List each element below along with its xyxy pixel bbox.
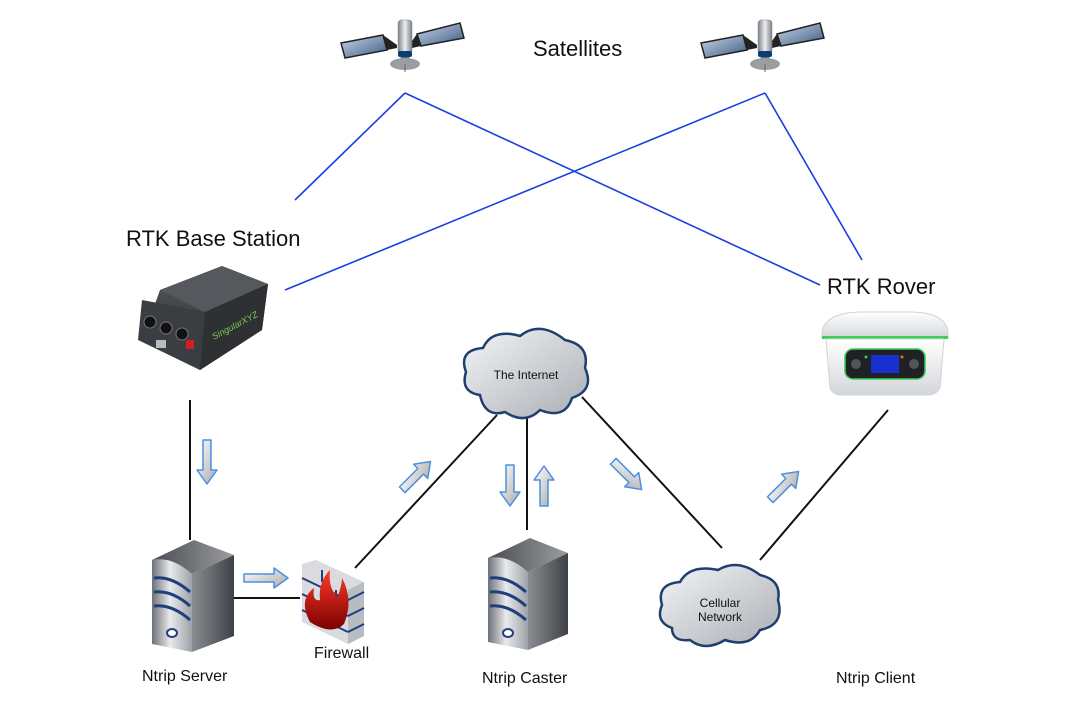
cellular-label-line2: Network xyxy=(697,610,742,624)
link-sat2-base xyxy=(284,92,766,291)
rover-device-icon xyxy=(821,311,949,396)
link-sat2-rover xyxy=(764,92,863,261)
link-sat1-base xyxy=(294,92,406,201)
link-sat1-rover xyxy=(404,92,821,286)
ntrip-server-icon xyxy=(152,540,234,652)
rover-label: RTK Rover xyxy=(827,274,936,299)
satellite-icon xyxy=(700,19,825,72)
ntrip-client-label: Ntrip Client xyxy=(836,670,916,687)
link-firewall-internet xyxy=(354,414,498,569)
arrow-right-icon xyxy=(243,567,289,589)
internet-cloud-icon xyxy=(462,327,590,420)
link-cellular-rover xyxy=(759,409,889,561)
firewall-label: Firewall xyxy=(314,645,370,662)
satellites-title: Satellites xyxy=(533,36,623,61)
arrow-down-icon xyxy=(499,464,521,507)
cellular-cloud-icon xyxy=(658,563,781,648)
base-station-device-icon: SingularXYZ xyxy=(138,266,268,370)
arrow-up-right-icon xyxy=(398,460,432,494)
arrow-down-icon xyxy=(196,439,218,485)
ntrip-caster-label: Ntrip Caster xyxy=(482,670,568,687)
firewall-icon xyxy=(301,560,365,644)
internet-label: The Internet xyxy=(493,368,559,382)
flow-arrows xyxy=(196,439,800,589)
cellular-label-line1: Cellular xyxy=(699,596,741,610)
arrow-up-icon xyxy=(533,465,555,507)
ntrip-server-label: Ntrip Server xyxy=(142,668,228,685)
arrow-up-right-icon xyxy=(766,470,800,504)
link-internet-cellular xyxy=(581,396,723,549)
ntrip-caster-icon xyxy=(488,538,568,650)
satellite-links xyxy=(284,92,863,291)
satellite-icon xyxy=(340,19,465,72)
arrow-down-right-icon xyxy=(609,457,643,491)
base-station-label: RTK Base Station xyxy=(126,226,301,251)
network-links xyxy=(189,396,889,599)
